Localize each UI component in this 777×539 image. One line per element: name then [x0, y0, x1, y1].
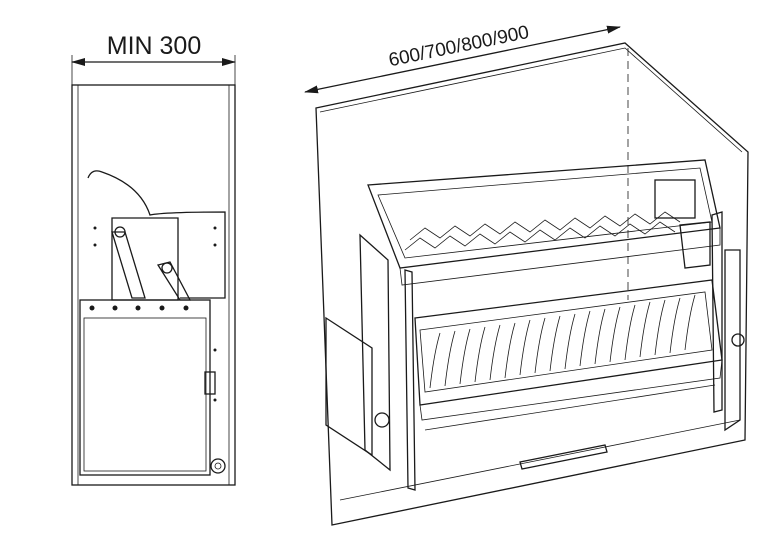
cutlery-holder [654, 179, 696, 219]
lift-handle [519, 444, 608, 470]
side-view: MIN 300 [71, 32, 236, 486]
width-label: 600/700/800/900 [387, 22, 531, 71]
lift-arm [111, 231, 146, 299]
min-width-dimension: MIN 300 [71, 32, 236, 85]
side-panel-plate [87, 170, 226, 299]
front-view: 600/700/800/900 [304, 22, 749, 526]
front-cabinet-outline [315, 42, 749, 526]
upper-dish-rack [367, 159, 721, 286]
side-cabinet-outline [71, 84, 236, 486]
side-basket-box [79, 299, 211, 476]
side-wheel [210, 458, 226, 474]
min-width-label: MIN 300 [107, 32, 201, 60]
right-mechanism [724, 249, 741, 432]
width-dimension: 600/700/800/900 [304, 22, 621, 94]
lower-dish-rack [414, 279, 723, 421]
